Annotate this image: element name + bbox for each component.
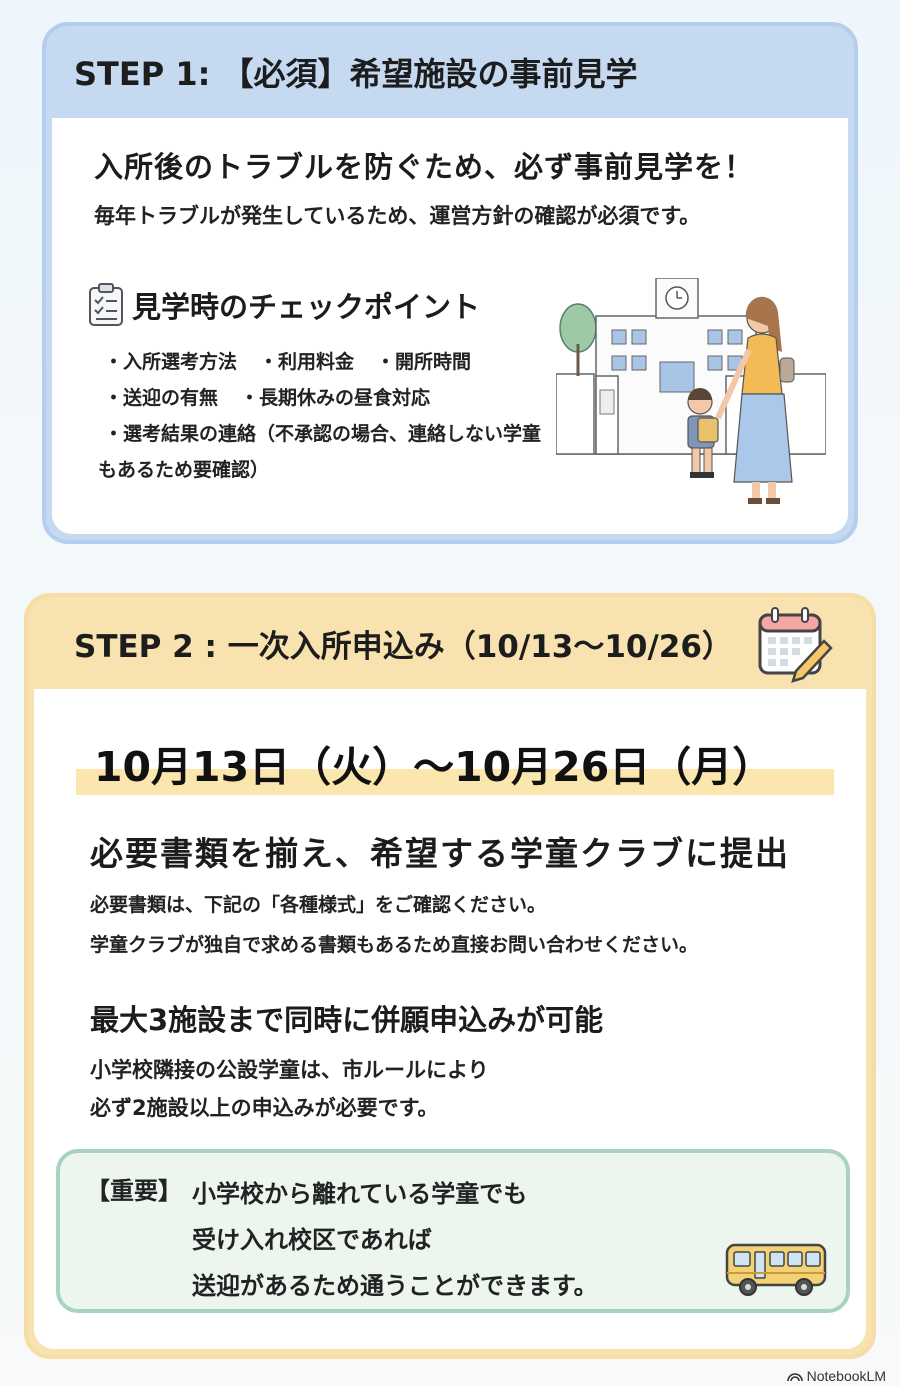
step2-title: STEP 2 : 一次入所申込み（10/13〜10/26）	[74, 628, 733, 665]
checkpoint-item: ・選考結果の連絡（不承認の場合、連絡しない学童もあるため要確認）	[98, 423, 542, 481]
documents-note: 必要書類は、下記の「各種様式」をご確認ください。 学童クラブが独自で求める書類も…	[90, 885, 698, 965]
date-range-band: 10月13日（火）〜10月26日（月）	[76, 733, 834, 797]
checkpoint-item: ・利用料金	[259, 351, 355, 373]
important-line: 送迎があるため通うことができます。	[192, 1272, 598, 1300]
multi-apply-line: 小学校隣接の公設学童は、市ルールにより	[90, 1058, 489, 1082]
step1-subtext: 毎年トラブルが発生しているため、運営方針の確認が必須です。	[94, 204, 701, 228]
documents-note-line: 必要書類は、下記の「各種様式」をご確認ください。	[90, 894, 547, 916]
step2-body: 10月13日（火）〜10月26日（月） 必要書類を揃え、希望する学童クラブに提出…	[34, 689, 866, 1349]
step2-card: STEP 2 : 一次入所申込み（10/13〜10/26） 10月13日（火）〜…	[24, 593, 876, 1359]
checkpoint-item: ・開所時間	[376, 351, 472, 373]
checkpoint-item: ・長期休みの昼食対応	[240, 387, 431, 409]
important-line: 受け入れ校区であれば	[192, 1226, 432, 1254]
step1-title: STEP 1: 【必須】希望施設の事前見学	[74, 55, 638, 93]
multi-apply-note: 小学校隣接の公設学童は、市ルールにより 必ず2施設以上の申込みが必要です。	[90, 1051, 489, 1127]
school-visit-illustration	[556, 278, 826, 504]
step1-body: 入所後のトラブルを防ぐため、必ず事前見学を！ 毎年トラブルが発生しているため、運…	[52, 118, 848, 534]
checklist-icon	[89, 283, 123, 326]
important-tag: 【重要】	[86, 1177, 182, 1205]
calendar-pencil-icon	[758, 607, 833, 683]
important-note-box: 【重要】 小学校から離れている学童でも 受け入れ校区であれば 送迎があるため通う…	[56, 1149, 850, 1313]
checkpoint-list: ・入所選考方法・利用料金・開所時間 ・送迎の有無・長期休みの昼食対応 ・選考結果…	[98, 344, 554, 488]
multi-apply-heading: 最大3施設まで同時に併願申込みが可能	[90, 1003, 604, 1037]
brand-name: NotebookLM	[806, 1368, 886, 1384]
step1-card: STEP 1: 【必須】希望施設の事前見学 入所後のトラブルを防ぐため、必ず事前…	[42, 22, 858, 544]
checkpoint-item: ・送迎の有無	[104, 387, 219, 409]
important-line: 小学校から離れている学童でも	[192, 1180, 528, 1208]
step1-lead: 入所後のトラブルを防ぐため、必ず事前見学を！	[94, 150, 755, 184]
submit-heading: 必要書類を揃え、希望する学童クラブに提出	[90, 834, 790, 873]
school-bus-icon	[725, 1243, 827, 1296]
date-range: 10月13日（火）〜10月26日（月）	[94, 743, 774, 791]
important-text: 小学校から離れている学童でも 受け入れ校区であれば 送迎があるため通うことができ…	[192, 1171, 598, 1309]
brand-footer: NotebookLM	[786, 1368, 886, 1384]
multi-apply-line: 必ず2施設以上の申込みが必要です。	[90, 1096, 439, 1120]
checkpoint-title: 見学時のチェックポイント	[127, 284, 491, 328]
checkpoint-item: ・入所選考方法	[104, 351, 238, 373]
notebooklm-logo-icon	[786, 1373, 803, 1382]
documents-note-line: 学童クラブが独自で求める書類もあるため直接お問い合わせください。	[90, 934, 699, 956]
checkpoint-header: 見学時のチェックポイント	[88, 282, 536, 328]
